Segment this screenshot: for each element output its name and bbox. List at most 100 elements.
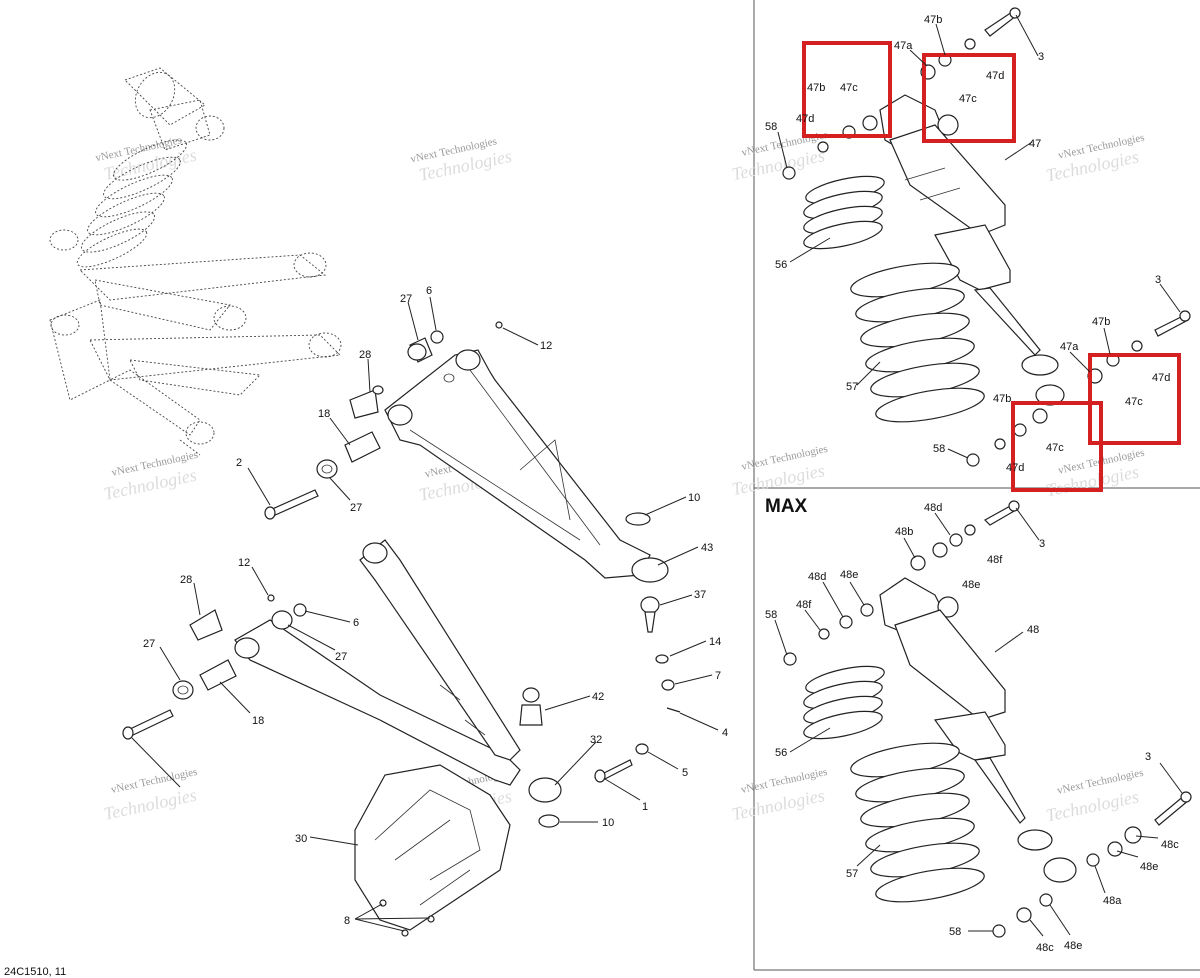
callout-10: 10 bbox=[688, 492, 700, 504]
highlight-box bbox=[922, 53, 1016, 143]
callout-48e: 48e bbox=[840, 569, 858, 581]
ball-joint-42 bbox=[519, 687, 543, 726]
callout-27: 27 bbox=[143, 638, 155, 650]
callout-56: 56 bbox=[775, 747, 787, 759]
callout-12: 12 bbox=[238, 557, 250, 569]
leader-lines bbox=[131, 14, 1183, 937]
callout-42: 42 bbox=[592, 691, 604, 703]
callout-58: 58 bbox=[765, 121, 777, 133]
callout-48f: 48f bbox=[796, 599, 812, 611]
nut-7 bbox=[661, 679, 675, 691]
washers-48-bottom bbox=[1016, 826, 1142, 923]
bolt-3-a bbox=[984, 7, 1021, 37]
sleeve-18-bottom bbox=[199, 659, 237, 691]
callout-18: 18 bbox=[318, 408, 330, 420]
callout-27: 27 bbox=[400, 293, 412, 305]
sleeve-18-top bbox=[344, 431, 381, 463]
callout-58: 58 bbox=[949, 926, 961, 938]
callout-43: 43 bbox=[701, 542, 713, 554]
callout-47b: 47b bbox=[993, 393, 1011, 405]
ball-joint-37 bbox=[640, 596, 660, 633]
callout-6: 6 bbox=[353, 617, 359, 629]
spring-57-b bbox=[850, 742, 985, 903]
callout-48e: 48e bbox=[962, 579, 980, 591]
callout-47: 47 bbox=[1029, 138, 1041, 150]
spring-56-a bbox=[803, 175, 885, 250]
washers-47-top bbox=[817, 38, 976, 153]
circlip-10-top bbox=[625, 512, 651, 526]
washer-14 bbox=[655, 654, 669, 664]
bolt-lower bbox=[122, 709, 174, 740]
reference-suspension-assembly bbox=[49, 67, 342, 456]
callout-48b: 48b bbox=[895, 526, 913, 538]
callout-58: 58 bbox=[765, 609, 777, 621]
callout-12: 12 bbox=[540, 340, 552, 352]
callout-57: 57 bbox=[846, 381, 858, 393]
callout-3: 3 bbox=[1038, 51, 1044, 63]
callout-10: 10 bbox=[602, 817, 614, 829]
bushing-27-bottom-b bbox=[172, 680, 194, 700]
callout-47b: 47b bbox=[924, 14, 942, 26]
spring-56-b bbox=[803, 665, 885, 740]
grease-fitting-12-bottom bbox=[267, 594, 275, 602]
callout-37: 37 bbox=[694, 589, 706, 601]
callout-48: 48 bbox=[1027, 624, 1039, 636]
callout-32: 32 bbox=[590, 734, 602, 746]
grease-fitting-12-top bbox=[495, 321, 503, 329]
callout-27: 27 bbox=[350, 502, 362, 514]
cotter-pin-4 bbox=[666, 707, 681, 713]
callout-47a: 47a bbox=[894, 40, 913, 52]
bolt-1 bbox=[594, 759, 633, 783]
callout-30: 30 bbox=[295, 833, 307, 845]
callout-47a: 47a bbox=[1060, 341, 1079, 353]
callout-1: 1 bbox=[642, 801, 648, 813]
callout-3: 3 bbox=[1145, 751, 1151, 763]
callout-47b: 47b bbox=[1092, 316, 1110, 328]
callout-47d: 47d bbox=[796, 113, 814, 125]
callout-27: 27 bbox=[335, 651, 347, 663]
screws-8 bbox=[379, 899, 435, 937]
highlight-box bbox=[802, 41, 892, 138]
callout-58: 58 bbox=[933, 443, 945, 455]
callout-2: 2 bbox=[236, 457, 242, 469]
callout-7: 7 bbox=[715, 670, 721, 682]
callout-48e: 48e bbox=[1064, 940, 1082, 952]
skid-plate-30 bbox=[354, 764, 511, 931]
callout-28: 28 bbox=[180, 574, 192, 586]
callout-47c: 47c bbox=[959, 93, 977, 105]
callout-14: 14 bbox=[709, 636, 721, 648]
bushing-27-mid bbox=[316, 459, 338, 479]
circlip-10-bottom bbox=[538, 814, 560, 828]
callout-47c: 47c bbox=[840, 82, 858, 94]
callout-48d: 48d bbox=[808, 571, 826, 583]
bracket-28-bottom bbox=[189, 609, 223, 641]
max-panel-label: MAX bbox=[765, 496, 808, 517]
callout-47c: 47c bbox=[1046, 442, 1064, 454]
callout-48c: 48c bbox=[1036, 942, 1054, 954]
nut-58-d bbox=[992, 924, 1006, 938]
spring-57-a bbox=[850, 262, 985, 423]
callout-3: 3 bbox=[1155, 274, 1161, 286]
callout-48e: 48e bbox=[1140, 861, 1158, 873]
callout-47b: 47b bbox=[807, 82, 825, 94]
washers-48-top bbox=[818, 524, 976, 640]
callout-4: 4 bbox=[722, 727, 728, 739]
bolt-2 bbox=[264, 489, 319, 520]
upper-a-arm bbox=[384, 349, 669, 583]
callout-8: 8 bbox=[344, 915, 350, 927]
shock-48 bbox=[879, 577, 1077, 883]
callout-3: 3 bbox=[1039, 538, 1045, 550]
callout-28: 28 bbox=[359, 349, 371, 361]
bracket-28-top bbox=[349, 385, 384, 419]
bolt-3-d bbox=[1154, 791, 1192, 826]
highlight-box bbox=[1088, 353, 1181, 445]
washers-47-bottom bbox=[994, 340, 1143, 450]
shock-47 bbox=[879, 94, 1065, 406]
callout-47d: 47d bbox=[1152, 372, 1170, 384]
bushing-27-bottom-a bbox=[271, 603, 307, 630]
callout-57: 57 bbox=[846, 868, 858, 880]
nut-5 bbox=[635, 743, 649, 755]
callout-47d: 47d bbox=[1006, 462, 1024, 474]
nut-58-a bbox=[782, 166, 796, 180]
